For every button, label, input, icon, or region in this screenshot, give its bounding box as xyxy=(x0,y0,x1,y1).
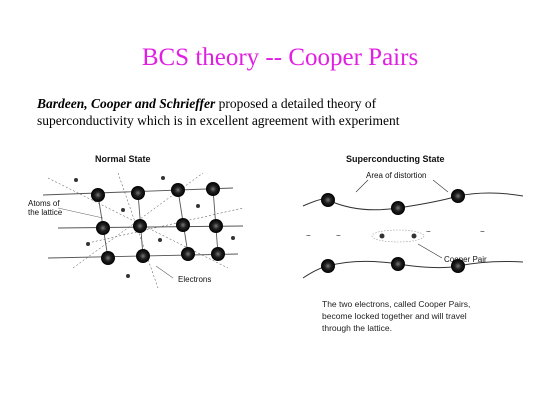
caption-line-2: become locked together and will travel xyxy=(322,311,467,321)
electron-sign-left2: − xyxy=(336,231,341,240)
caption-line-1: The two electrons, called Cooper Pairs, xyxy=(322,299,471,309)
normal-state-title: Normal State xyxy=(95,154,151,164)
cooper-pair xyxy=(371,229,425,243)
distortion-arrow-right xyxy=(432,179,449,193)
cooper-pair-label: Cooper Pair xyxy=(444,255,487,264)
distortion-arrow-left xyxy=(355,179,369,193)
intro-line1-rest: proposed a detailed theory of xyxy=(215,96,377,111)
slide-title: BCS theory -- Cooper Pairs xyxy=(141,44,419,71)
intro-text: Bardeen, Cooper and Schrieffer proposed … xyxy=(37,95,537,129)
electrons-label: Electrons xyxy=(178,275,211,284)
caption-line-3: through the lattice. xyxy=(322,323,392,333)
superconducting-atoms xyxy=(321,189,465,273)
lattice-atoms xyxy=(91,182,225,265)
distortion-label: Area of distortion xyxy=(366,171,426,180)
intro-line2: superconductivity which is in excellent … xyxy=(37,113,400,128)
electron-sign-left: − xyxy=(306,231,311,240)
cooper-pair-pointer xyxy=(417,243,443,259)
normal-state-diagram: Normal State Atoms of the lattice Electr… xyxy=(28,148,258,298)
distorted-lattice-bottom xyxy=(302,260,524,279)
atoms-label-line1: Atoms of xyxy=(28,199,60,208)
electron-sign-right: − xyxy=(426,227,431,236)
cooper-pair-caption: The two electrons, called Cooper Pairs, … xyxy=(322,298,512,334)
atoms-label-line2: the lattice xyxy=(28,208,63,217)
superconducting-state-title: Superconducting State xyxy=(346,154,445,164)
scientist-names: Bardeen, Cooper and Schrieffer xyxy=(37,96,216,111)
electron-sign-right2: − xyxy=(480,227,485,236)
superconducting-state-diagram: Superconducting State Area of distortion… xyxy=(298,148,528,298)
free-electrons xyxy=(74,176,235,278)
distorted-lattice-top xyxy=(302,192,524,211)
electrons-pointer xyxy=(155,265,174,279)
atoms-pointer xyxy=(57,207,104,219)
